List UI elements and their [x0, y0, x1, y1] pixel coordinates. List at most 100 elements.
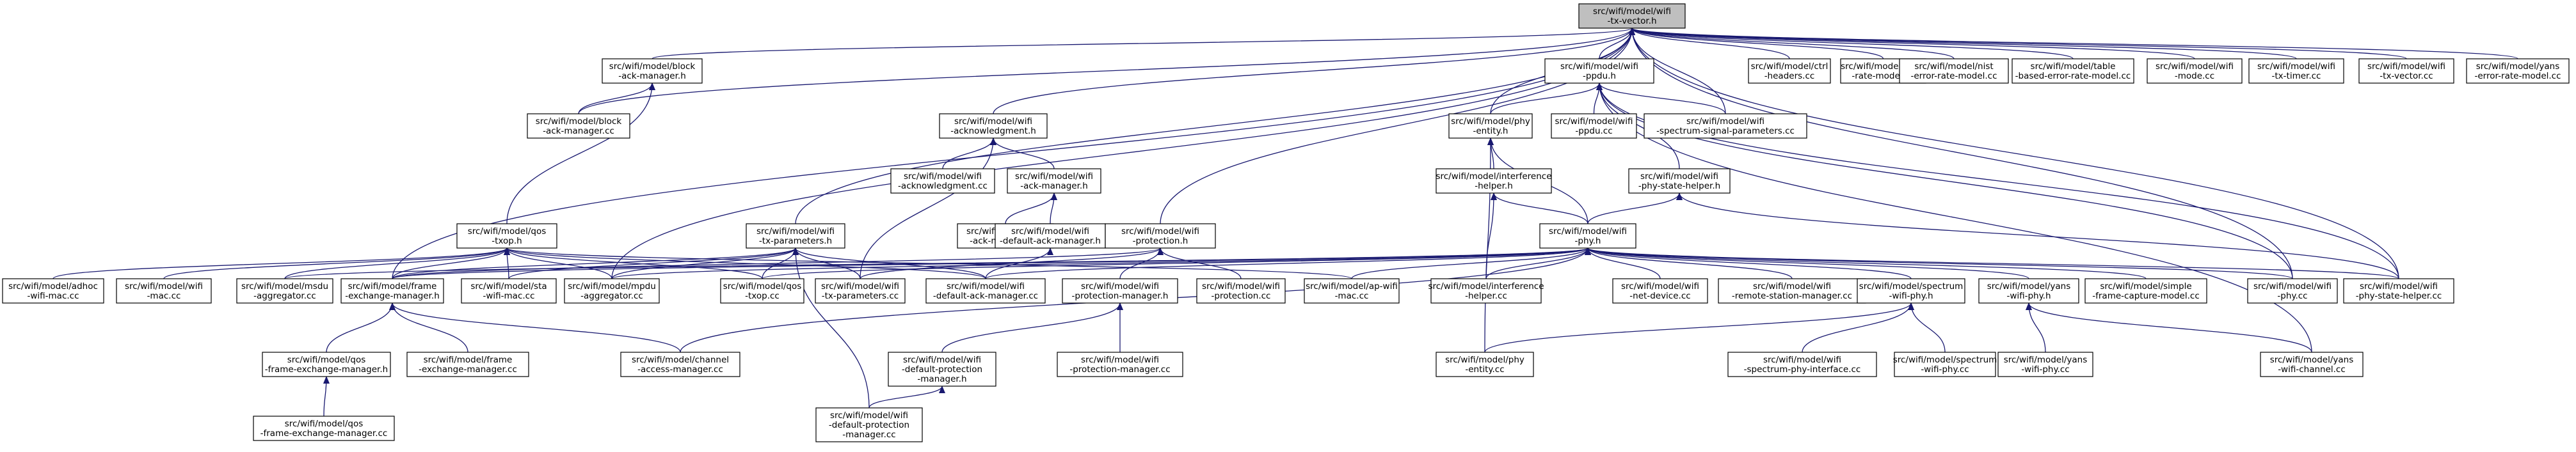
node-box: [1539, 223, 1636, 249]
edge-n17-n23: [1050, 192, 1057, 224]
graph-node[interactable]: src/wifi/model/wifi-mac.cc: [116, 278, 212, 304]
edge-n21-n33: [792, 247, 861, 279]
graph-node[interactable]: src/wifi/model/spectrum-wifi-phy.h: [1857, 278, 1965, 304]
node-box: [1105, 223, 1216, 249]
graph-node[interactable]: src/wifi/model/qos-frame-exchange-manage…: [262, 352, 391, 377]
node-box: [1644, 113, 1807, 139]
node-label-line: -exchange-manager.cc: [419, 364, 517, 375]
node-box: [253, 416, 395, 441]
graph-node[interactable]: src/wifi/model/wifi-tx-timer.cc: [2248, 58, 2344, 84]
edge-n17-n22: [1005, 192, 1057, 224]
node-label-line: -phy.h: [1575, 236, 1601, 246]
node-box: [2, 278, 104, 304]
node-label-line: src/wifi/model/nist: [1914, 61, 1993, 72]
edge-n3-n13: [1490, 82, 1603, 114]
node-box: [456, 223, 557, 249]
edge-n20-n32: [504, 247, 763, 279]
graph-node[interactable]: src/wifi/model/table-based-error-rate-mo…: [2012, 58, 2134, 84]
node-label-line: -acknowledgment.cc: [898, 181, 988, 191]
graph-node[interactable]: src/wifi/model/wifi-net-device.cc: [1612, 278, 1708, 304]
graph-node[interactable]: src/wifi/model/wifi-protection.cc: [1196, 278, 1286, 304]
graph-node[interactable]: src/wifi/model/ap-wifi-mac.cc: [1304, 278, 1400, 304]
graph-node[interactable]: src/wifi/model/adhoc-wifi-mac.cc: [2, 278, 104, 304]
node-box: [1899, 58, 2009, 84]
node-label-line: -default-ack-manager.cc: [933, 291, 1038, 301]
graph-node[interactable]: src/wifi/model/simple-frame-capture-mode…: [2084, 278, 2207, 304]
node-label-line: src/wifi/model/phy: [1445, 355, 1524, 365]
graph-node[interactable]: src/wifi/model/channel-access-manager.cc: [620, 352, 740, 377]
node-box: [620, 352, 740, 377]
node-label-line: -mac.cc: [1335, 291, 1369, 301]
node-box: [925, 278, 1046, 304]
graph-node[interactable]: src/wifi/model/wifi-phy.h: [1539, 223, 1636, 249]
graph-node[interactable]: src/wifi/model/mpdu-aggregator.cc: [564, 278, 660, 304]
graph-node[interactable]: src/wifi/model/yans-wifi-channel.cc: [2260, 352, 2364, 377]
node-box: [1727, 352, 1877, 377]
edge-n25-n44: [1585, 247, 2293, 279]
node-label-line: src/wifi/model/ap-wifi: [1306, 281, 1398, 292]
node-box: [1007, 168, 1101, 194]
graph-node[interactable]: src/wifi/model/wifi-acknowledgment.h: [939, 113, 1048, 139]
node-label-line: src/wifi/model/table: [2031, 61, 2116, 72]
graph-node[interactable]: src/wifi/model/wifi-mode.cc: [2147, 58, 2243, 84]
graph-node[interactable]: src/wifi/model/yans-wifi-phy.h: [1978, 278, 2079, 304]
graph-node[interactable]: src/wifi/model/qos-txop.cc: [720, 278, 804, 304]
node-label-line: src/wifi/model/wifi: [1560, 61, 1638, 72]
graph-node[interactable]: src/wifi/model/nist-error-rate-model.cc: [1899, 58, 2009, 84]
graph-node[interactable]: src/wifi/model/yans-wifi-phy.cc: [1997, 352, 2093, 377]
graph-node[interactable]: src/wifi/model/wifi-phy-state-helper.cc: [2343, 278, 2454, 304]
node-box: [939, 113, 1048, 139]
node-label-line: src/wifi/model/wifi: [947, 281, 1025, 292]
graph-node[interactable]: src/wifi/model/sta-wifi-mac.cc: [461, 278, 557, 304]
graph-node[interactable]: src/wifi/model/phy-entity.cc: [1436, 352, 1534, 377]
graph-node[interactable]: src/wifi/model/frame-exchange-manager.cc: [406, 352, 529, 377]
graph-node[interactable]: src/wifi/model/wifi-default-protection-m…: [888, 352, 996, 387]
graph-node[interactable]: src/wifi/model/wifi-protection-manager.h: [1062, 278, 1178, 304]
graph-node[interactable]: src/wifi/model/wifi-phy-state-helper.h: [1628, 168, 1731, 194]
graph-node[interactable]: src/wifi/model/yans-error-rate-model.cc: [2466, 58, 2570, 84]
graph-node[interactable]: src/wifi/model/interference-helper.cc: [1428, 278, 1544, 304]
graph-node[interactable]: src/wifi/model/wifi-acknowledgment.cc: [890, 168, 995, 194]
node-label-line: -tx-vector.h: [1607, 16, 1656, 26]
graph-node[interactable]: src/wifi/model/spectrum-wifi-phy.cc: [1893, 352, 1997, 377]
graph-node[interactable]: src/wifi/model/qos-frame-exchange-manage…: [253, 416, 395, 441]
node-label-line: -manager.h: [917, 374, 966, 384]
edge-n29-n48: [389, 302, 681, 353]
node-label-line: -aggregator.cc: [253, 291, 316, 301]
graph-node[interactable]: src/wifi/model/wifi-spectrum-signal-para…: [1644, 113, 1807, 139]
edge-n25-n42: [1585, 247, 2029, 279]
graph-node[interactable]: src/wifi/model/wifi-ack-manager.h: [1007, 168, 1101, 194]
graph-node[interactable]: src/wifi/model/wifi-tx-parameters.h: [746, 223, 845, 249]
graph-node[interactable]: src/wifi/model/frame-exchange-manager.h: [340, 278, 444, 304]
node-box: [2260, 352, 2364, 377]
graph-node[interactable]: src/wifi/model/wifi-tx-parameters.cc: [815, 278, 906, 304]
node-box: [1578, 3, 1686, 29]
graph-node[interactable]: src/wifi/model/wifi-phy.cc: [2247, 278, 2338, 304]
graph-node[interactable]: src/wifi/model/interference-helper.h: [1436, 168, 1552, 194]
edge-n3-n44: [1596, 82, 2293, 279]
graph-node[interactable]: src/wifi/model/wifi-protection-manager.c…: [1057, 352, 1183, 377]
graph-node[interactable]: src/wifi/model/wifi-ppdu.h: [1544, 58, 1654, 84]
node-label-line: -error-rate-model.cc: [2474, 71, 2561, 81]
graph-node[interactable]: src/wifi/model/phy-entity.h: [1448, 113, 1533, 139]
node-label-line: -phy.cc: [2277, 291, 2307, 301]
graph-node[interactable]: src/wifi/model/msdu-aggregator.cc: [236, 278, 333, 304]
graph-node[interactable]: src/wifi/model/qos-txop.h: [456, 223, 557, 249]
graph-node[interactable]: src/wifi/model/wifi-tx-vector.cc: [2358, 58, 2454, 84]
graph-node[interactable]: src/wifi/model/wifi-remote-station-manag…: [1718, 278, 1866, 304]
node-box: [2012, 58, 2134, 84]
graph-node[interactable]: src/wifi/model/wifi-default-ack-manager.…: [995, 223, 1106, 249]
graph-node[interactable]: src/wifi/model/wifi-spectrum-phy-interfa…: [1727, 352, 1877, 377]
edge-n25-n31: [611, 247, 1591, 279]
graph-node[interactable]: src/wifi/model/wifi-ppdu.cc: [1551, 113, 1637, 139]
node-label-line: src/wifi/model/block: [609, 61, 696, 72]
graph-node[interactable]: src/wifi/model/wifi-default-protection-m…: [815, 407, 923, 442]
graph-node[interactable]: src/wifi/model/block-ack-manager.cc: [527, 113, 630, 139]
graph-node[interactable]: src/wifi/model/block-ack-manager.h: [602, 58, 703, 84]
node-label-line: src/wifi/model/spectrum: [1893, 355, 1997, 365]
graph-node[interactable]: src/wifi/model/ctrl-headers.cc: [1748, 58, 1831, 84]
node-label-line: -remote-station-manager.cc: [1732, 291, 1852, 301]
graph-node[interactable]: src/wifi/model/wifi-protection.h: [1105, 223, 1216, 249]
graph-node[interactable]: src/wifi/model/wifi-default-ack-manager.…: [925, 278, 1046, 304]
node-box: [1628, 168, 1731, 194]
